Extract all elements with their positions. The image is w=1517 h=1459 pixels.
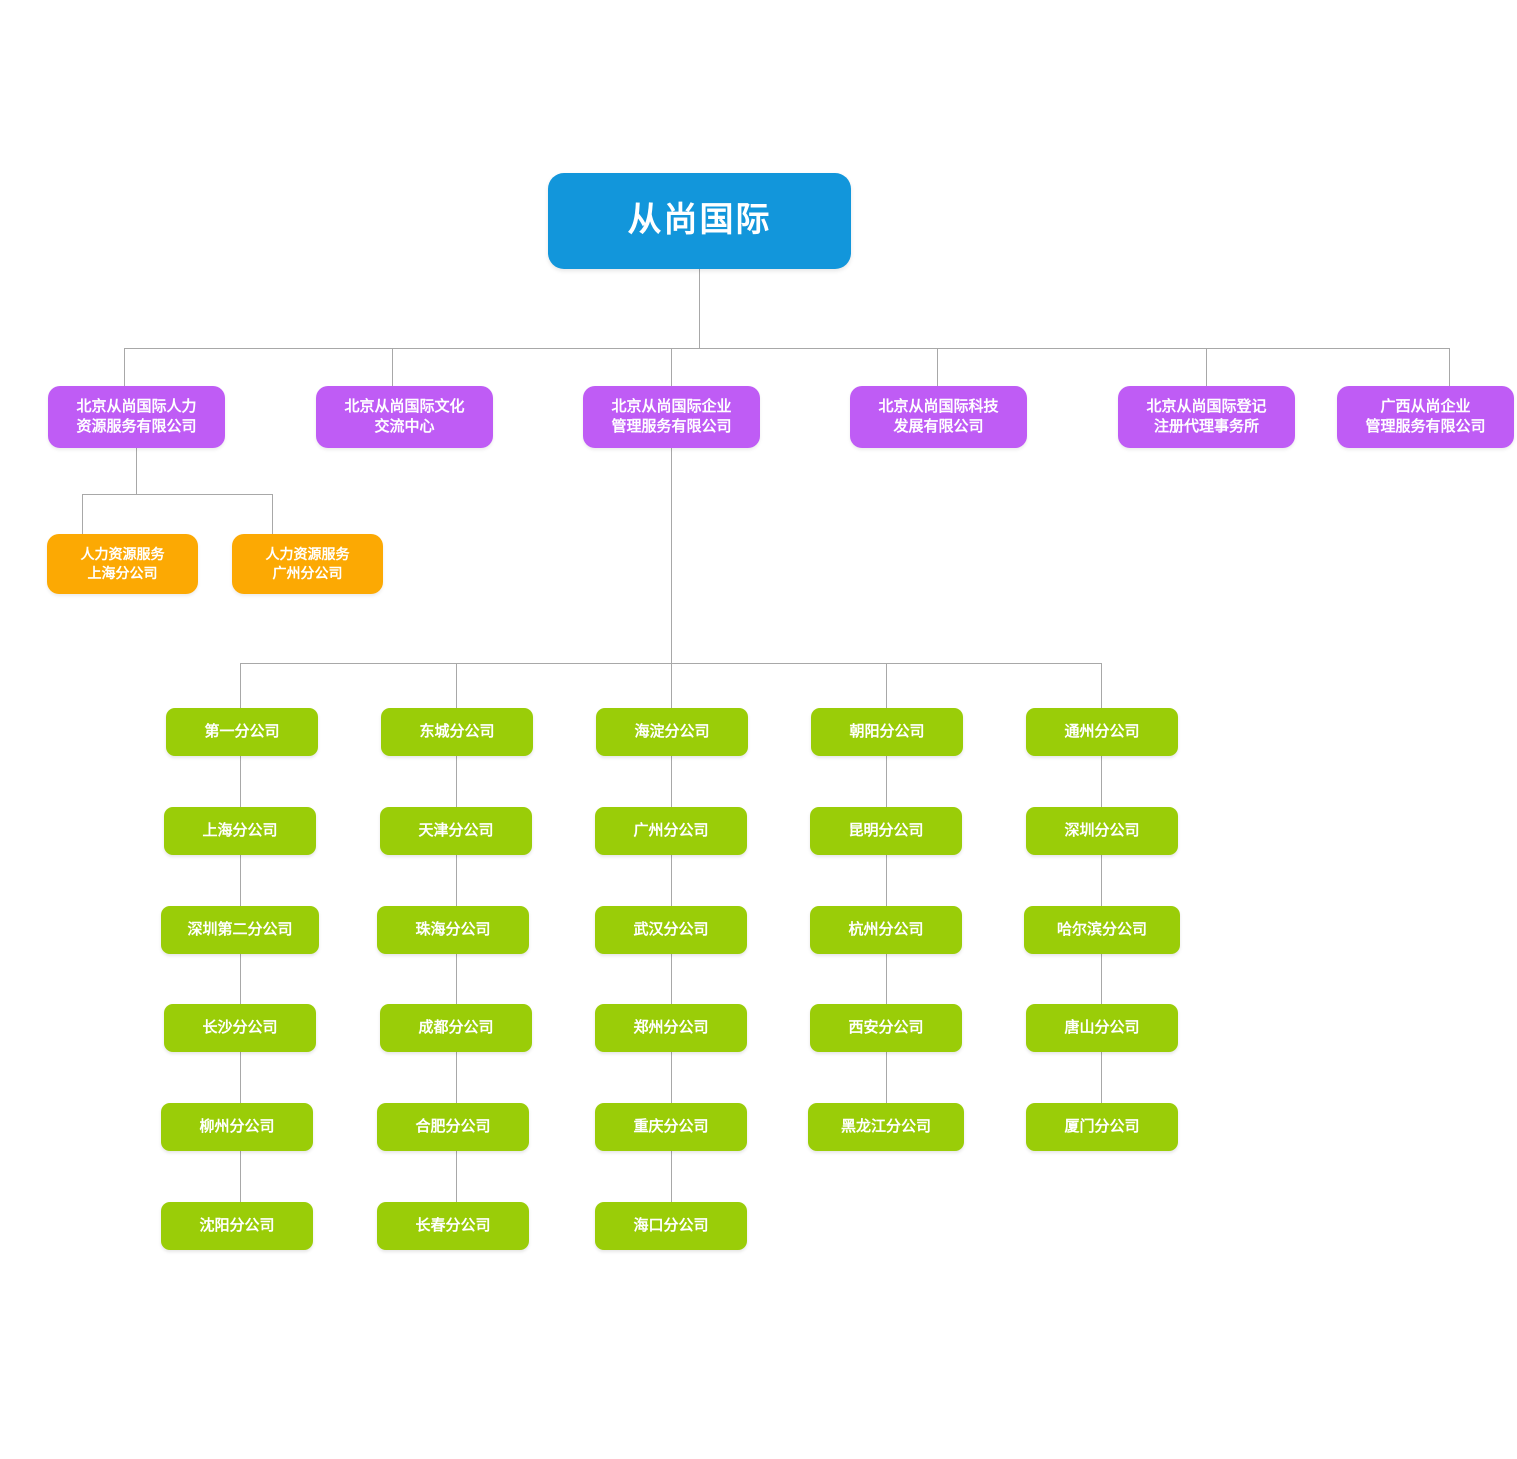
node-branch-label: 郑州分公司: [633, 1018, 709, 1036]
node-branch-label: 上海分公司: [202, 821, 278, 839]
node-branch-changsha[interactable]: 长沙分公司: [164, 1004, 316, 1052]
node-hr-sub-branch-label: 人力资源服务 广州分公司: [265, 546, 350, 581]
node-branch-label: 成都分公司: [418, 1018, 494, 1036]
node-branch-label: 广州分公司: [633, 821, 709, 839]
node-hr-sub-branch-label: 人力资源服务 上海分公司: [80, 546, 165, 581]
connector-division-drop-4: [937, 348, 938, 386]
node-branch-xian[interactable]: 西安分公司: [810, 1004, 962, 1052]
connector-division-bus: [124, 348, 1449, 349]
node-branch-heilongjiang[interactable]: 黑龙江分公司: [808, 1103, 964, 1151]
node-division-label: 北京从尚国际登记 注册代理事务所: [1146, 397, 1267, 435]
node-branch-harbin[interactable]: 哈尔滨分公司: [1024, 906, 1180, 954]
node-branch-kunming[interactable]: 昆明分公司: [810, 807, 962, 855]
node-branch-label: 第一分公司: [204, 722, 280, 740]
node-branch-label: 深圳分公司: [1064, 821, 1140, 839]
connector-hr-drop-1: [82, 494, 83, 534]
connector-root-stem: [699, 269, 700, 348]
node-division-enterprise-management[interactable]: 北京从尚国际企业 管理服务有限公司: [583, 386, 760, 448]
node-branch-liuzhou[interactable]: 柳州分公司: [161, 1103, 313, 1151]
node-root-label: 从尚国际: [627, 201, 772, 240]
node-branch-label: 通州分公司: [1064, 722, 1140, 740]
node-branch-chongqing[interactable]: 重庆分公司: [595, 1103, 747, 1151]
node-branch-shenyang[interactable]: 沈阳分公司: [161, 1202, 313, 1250]
node-branch-chengdu[interactable]: 成都分公司: [380, 1004, 532, 1052]
node-branch-changchun[interactable]: 长春分公司: [377, 1202, 529, 1250]
node-branch-label: 厦门分公司: [1064, 1117, 1140, 1135]
node-branch-tongzhou[interactable]: 通州分公司: [1026, 708, 1178, 756]
node-division-label: 北京从尚国际人力 资源服务有限公司: [76, 397, 197, 435]
node-branch-shenzhen[interactable]: 深圳分公司: [1026, 807, 1178, 855]
connector-division-drop-1: [124, 348, 125, 386]
node-branch-shanghai[interactable]: 上海分公司: [164, 807, 316, 855]
node-division-hr[interactable]: 北京从尚国际人力 资源服务有限公司: [48, 386, 225, 448]
node-branch-tianjin[interactable]: 天津分公司: [380, 807, 532, 855]
node-branch-label: 西安分公司: [848, 1018, 924, 1036]
node-division-culture[interactable]: 北京从尚国际文化 交流中心: [316, 386, 493, 448]
node-division-registration-agency[interactable]: 北京从尚国际登记 注册代理事务所: [1118, 386, 1295, 448]
node-branch-guangzhou[interactable]: 广州分公司: [595, 807, 747, 855]
node-branch-label: 昆明分公司: [848, 821, 924, 839]
node-branch-wuhan[interactable]: 武汉分公司: [595, 906, 747, 954]
node-branch-xiamen[interactable]: 厦门分公司: [1026, 1103, 1178, 1151]
node-hr-sub-branch-guangzhou[interactable]: 人力资源服务 广州分公司: [232, 534, 383, 594]
node-branch-shenzhen-second[interactable]: 深圳第二分公司: [161, 906, 319, 954]
node-branch-hangzhou[interactable]: 杭州分公司: [810, 906, 962, 954]
connector-branch-stem: [671, 448, 672, 663]
node-branch-zhuhai[interactable]: 珠海分公司: [377, 906, 529, 954]
node-division-guangxi[interactable]: 广西从尚企业 管理服务有限公司: [1337, 386, 1514, 448]
node-branch-label: 武汉分公司: [633, 920, 709, 938]
node-root-company[interactable]: 从尚国际: [548, 173, 851, 269]
connector-column-spine-5: [1101, 663, 1102, 1130]
connector-division-drop-3: [671, 348, 672, 386]
connector-hr-drop-2: [272, 494, 273, 534]
node-branch-label: 沈阳分公司: [199, 1216, 275, 1234]
node-branch-label: 柳州分公司: [199, 1117, 275, 1135]
node-branch-label: 哈尔滨分公司: [1056, 920, 1147, 938]
connector-division-drop-6: [1449, 348, 1450, 386]
node-branch-label: 合肥分公司: [415, 1117, 491, 1135]
node-branch-label: 黑龙江分公司: [840, 1117, 931, 1135]
node-branch-tangshan[interactable]: 唐山分公司: [1026, 1004, 1178, 1052]
node-division-label: 北京从尚国际文化 交流中心: [344, 397, 465, 435]
node-branch-first[interactable]: 第一分公司: [166, 708, 318, 756]
node-branch-label: 海口分公司: [633, 1216, 709, 1234]
node-branch-label: 海淀分公司: [634, 722, 710, 740]
node-branch-chaoyang[interactable]: 朝阳分公司: [811, 708, 963, 756]
node-division-label: 北京从尚国际科技 发展有限公司: [878, 397, 999, 435]
node-division-label: 广西从尚企业 管理服务有限公司: [1365, 397, 1486, 435]
node-branch-label: 唐山分公司: [1064, 1018, 1140, 1036]
connector-hr-bus: [82, 494, 272, 495]
node-branch-label: 深圳第二分公司: [187, 920, 293, 938]
connector-division-drop-5: [1206, 348, 1207, 386]
node-branch-hefei[interactable]: 合肥分公司: [377, 1103, 529, 1151]
connector-column-spine-4: [886, 663, 887, 1130]
node-branch-haidian[interactable]: 海淀分公司: [596, 708, 748, 756]
node-branch-label: 长春分公司: [415, 1216, 491, 1234]
node-branch-label: 珠海分公司: [415, 920, 491, 938]
node-division-label: 北京从尚国际企业 管理服务有限公司: [611, 397, 732, 435]
node-branch-label: 东城分公司: [419, 722, 495, 740]
node-branch-label: 长沙分公司: [202, 1018, 278, 1036]
node-division-technology[interactable]: 北京从尚国际科技 发展有限公司: [850, 386, 1027, 448]
node-branch-label: 朝阳分公司: [849, 722, 925, 740]
node-branch-dongcheng[interactable]: 东城分公司: [381, 708, 533, 756]
connector-hr-stem: [136, 448, 137, 494]
node-branch-label: 重庆分公司: [633, 1117, 709, 1135]
node-branch-label: 杭州分公司: [848, 920, 924, 938]
node-branch-haikou[interactable]: 海口分公司: [595, 1202, 747, 1250]
connector-division-drop-2: [392, 348, 393, 386]
node-hr-sub-branch-shanghai[interactable]: 人力资源服务 上海分公司: [47, 534, 198, 594]
node-branch-label: 天津分公司: [418, 821, 494, 839]
node-branch-zhengzhou[interactable]: 郑州分公司: [595, 1004, 747, 1052]
